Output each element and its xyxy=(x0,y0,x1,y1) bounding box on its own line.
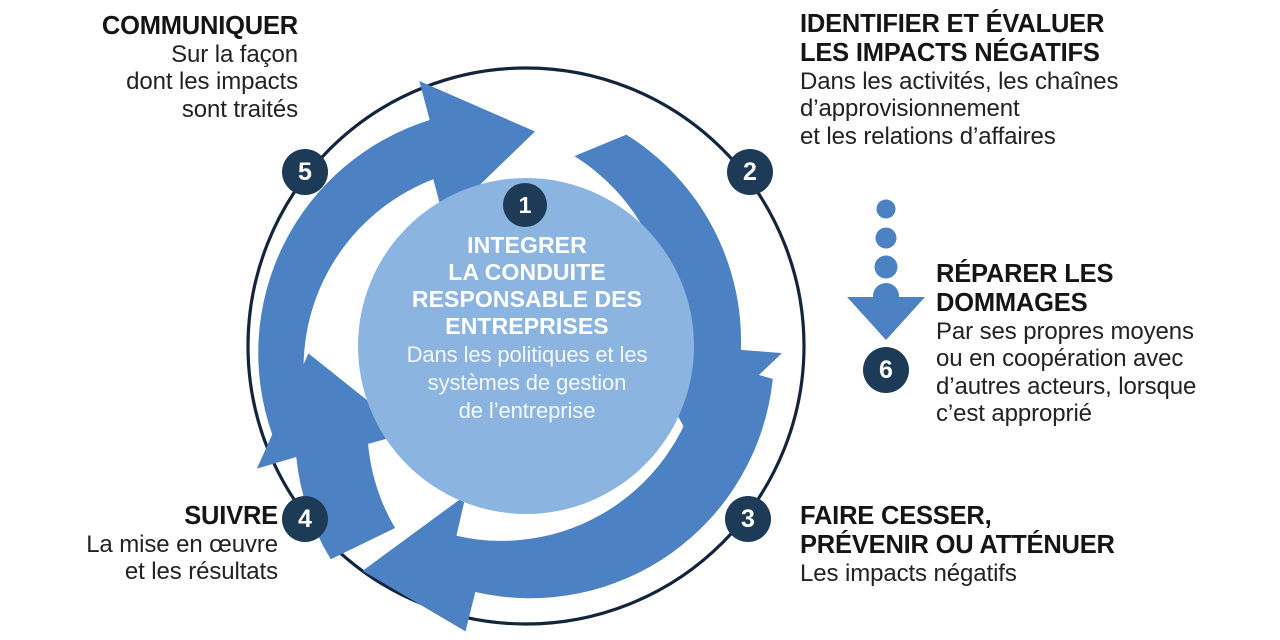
faire-cesser-headline-line-2: PRÉVENIR OU ATTÉNUER xyxy=(800,531,1115,560)
step-text-communiquer: COMMUNIQUER Sur la façon dont les impact… xyxy=(18,12,298,123)
faire-cesser-sub-line-1: Les impacts négatifs xyxy=(800,560,1017,588)
communiquer-sub-line-3: sont traités xyxy=(181,95,298,123)
step-badge-5[interactable]: 5 xyxy=(282,149,328,195)
identifier-headline-line-2: LES IMPACTS NÉGATIFS xyxy=(800,39,1100,68)
suivre-sub-line-2: et les résultats xyxy=(124,558,278,586)
suivre-sub-line-1: La mise en œuvre xyxy=(86,531,278,559)
identifier-sub-line-3: et les relations d’affaires xyxy=(800,122,1056,150)
identifier-sub-line-1: Dans les activités, les chaînes xyxy=(800,68,1119,96)
outer-ring xyxy=(246,66,806,626)
reparer-headline-line-1: RÉPARER LES xyxy=(936,260,1114,288)
step-badge-4[interactable]: 4 xyxy=(282,496,328,542)
arc-arrow-bottom xyxy=(362,359,773,632)
step-text-reparer-les-dommages: RÉPARER LES DOMMAGES Par ses propres moy… xyxy=(936,260,1266,428)
communiquer-sub-line-2: dont les impacts xyxy=(126,68,298,96)
step-badge-2[interactable]: 2 xyxy=(727,149,773,195)
reparer-sub-line-3: d’autres acteurs, lorsque xyxy=(936,372,1197,400)
identifier-sub-line-2: d’approvisionnement xyxy=(800,95,1020,123)
step-badge-1[interactable]: 1 xyxy=(503,183,547,227)
dotted-arrow-down xyxy=(847,199,925,340)
reparer-sub-line-4: c’est approprié xyxy=(936,400,1092,428)
connector-dot-3 xyxy=(874,255,898,279)
step-badge-6[interactable]: 6 xyxy=(863,347,909,393)
communiquer-headline: COMMUNIQUER xyxy=(101,12,298,40)
connector-arrowhead xyxy=(847,297,925,340)
reparer-sub-line-1: Par ses propres moyens xyxy=(936,318,1194,346)
connector-dot-1 xyxy=(876,199,896,219)
connector-dot-2 xyxy=(875,227,897,249)
faire-cesser-headline-line-1: FAIRE CESSER, xyxy=(800,502,992,530)
suivre-headline: SUIVRE xyxy=(184,502,278,530)
communiquer-sub-line-1: Sur la façon xyxy=(171,41,298,69)
reparer-sub-line-2: ou en coopération avec xyxy=(936,345,1184,373)
hub-disc xyxy=(358,178,694,514)
step-badge-3[interactable]: 3 xyxy=(725,496,771,542)
step-text-identifier-et-evaluer: IDENTIFIER ET ÉVALUER LES IMPACTS NÉGATI… xyxy=(800,10,1220,150)
arc-arrow-top xyxy=(258,81,535,435)
step-text-faire-cesser: FAIRE CESSER, PRÉVENIR OU ATTÉNUER Les i… xyxy=(800,502,1220,587)
step-text-suivre: SUIVRE La mise en œuvre et les résultats xyxy=(10,502,278,586)
reparer-headline-line-2: DOMMAGES xyxy=(936,289,1088,318)
identifier-headline-line-1: IDENTIFIER ET ÉVALUER xyxy=(800,10,1105,38)
